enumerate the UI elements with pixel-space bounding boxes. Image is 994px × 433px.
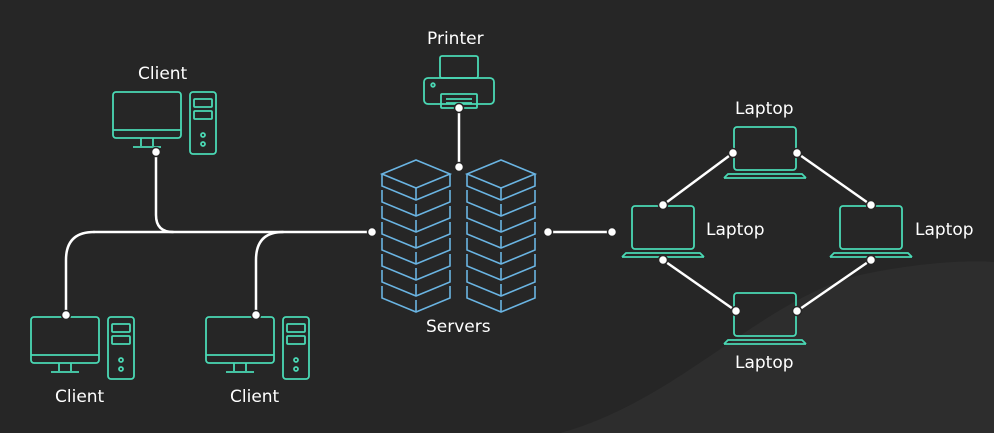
port-dot — [865, 199, 877, 211]
client-bottom-left-label: Client — [55, 387, 105, 407]
port-dot — [453, 102, 465, 114]
background-shape — [560, 261, 994, 433]
printer-icon — [423, 55, 495, 109]
printer-label: Printer — [427, 29, 484, 49]
laptop-top-label: Laptop — [735, 99, 794, 119]
server-rack-icon — [379, 159, 538, 313]
link-client-top-bus — [154, 150, 374, 234]
link-laptop-bottom-right — [795, 258, 873, 313]
port-dot — [791, 305, 803, 317]
port-dot — [730, 305, 742, 317]
port-dot — [657, 254, 669, 266]
link-laptop-top-right — [795, 151, 873, 207]
server-stack-left — [379, 159, 453, 313]
link-laptop-left-bottom — [661, 258, 738, 313]
port-dot — [791, 147, 803, 159]
client-bottom-mid-label: Client — [230, 387, 280, 407]
link-client-bottom-left-bus — [64, 230, 96, 317]
port-dot — [250, 309, 262, 321]
server-top-cap — [379, 159, 453, 189]
desktop-computer-icon — [30, 316, 135, 380]
port-dot — [453, 161, 465, 173]
laptop-right-label: Laptop — [915, 220, 974, 240]
server-top-cap — [464, 159, 538, 189]
servers-label: Servers — [426, 317, 491, 337]
port-dot — [865, 254, 877, 266]
desktop-computer-icon — [205, 316, 310, 380]
laptop-left-label: Laptop — [706, 220, 765, 240]
link-laptop-left-top — [661, 151, 735, 207]
server-stack-right — [464, 159, 538, 313]
port-dot — [150, 146, 162, 158]
port-dot — [727, 147, 739, 159]
port-dot — [542, 226, 554, 238]
laptop-icon — [829, 205, 913, 258]
client-top-label: Client — [138, 64, 188, 84]
laptop-bottom-label: Laptop — [735, 353, 794, 373]
port-dot — [606, 226, 618, 238]
port-dot — [60, 309, 72, 321]
connection-dots — [60, 102, 877, 321]
connection-lines — [64, 106, 873, 317]
laptop-icon — [621, 205, 705, 258]
link-client-bottom-mid-bus — [254, 230, 285, 317]
port-dot — [657, 199, 669, 211]
port-dot — [366, 226, 378, 238]
desktop-computer-icon — [112, 91, 217, 155]
